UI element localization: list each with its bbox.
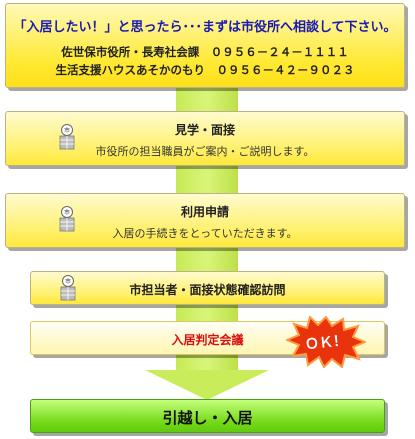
city-hall-icon-label: 市	[65, 278, 71, 286]
step-title: 利用申請	[180, 205, 229, 219]
ok-burst-icon: ＯＫ！	[286, 316, 366, 368]
step-title: 見学・面接	[174, 123, 235, 137]
step-application: 市 利用申請 入居の手続きをとっていただきます。	[5, 193, 405, 248]
step-description: 入居の手続きをとっていただきます。	[112, 227, 298, 240]
contact-asoka-house: 生活支援ハウスあそかのもり ０９５６－４２－９０２３	[55, 63, 355, 77]
flow-arrow-head	[145, 370, 269, 400]
city-hall-icon: 市	[59, 124, 75, 150]
step-description: 市役所の担当職員がご案内・ご説明します。	[95, 145, 315, 158]
city-hall-icon: 市	[60, 275, 76, 301]
intro-box: 「入居したい！」と思ったら･･･まずは市役所へ相談して下さい。 佐世保市役所・長…	[5, 3, 405, 88]
city-hall-icon-label: 市	[64, 209, 70, 217]
city-hall-icon-label: 市	[64, 127, 70, 135]
final-title: 引越し・入居	[162, 409, 253, 427]
step-visit-interview: 市 見学・面接 市役所の担当職員がご案内・ご説明します。	[5, 111, 405, 166]
ok-badge-text: ＯＫ！	[304, 333, 347, 353]
city-hall-icon: 市	[59, 206, 75, 232]
step-home-visit: 市 市担当者・面接状態確認訪問	[30, 271, 385, 305]
final-move-in-box: 引越し・入居	[30, 399, 385, 433]
step-title: 市担当者・面接状態確認訪問	[129, 283, 286, 297]
step-title: 入居判定会議	[171, 333, 244, 347]
intro-headline: 「入居したい！」と思ったら･･･まずは市役所へ相談して下さい。	[13, 20, 397, 35]
contact-city-hall: 佐世保市役所・長寿社会課 ０９５６－２４－１１１１	[61, 45, 349, 59]
